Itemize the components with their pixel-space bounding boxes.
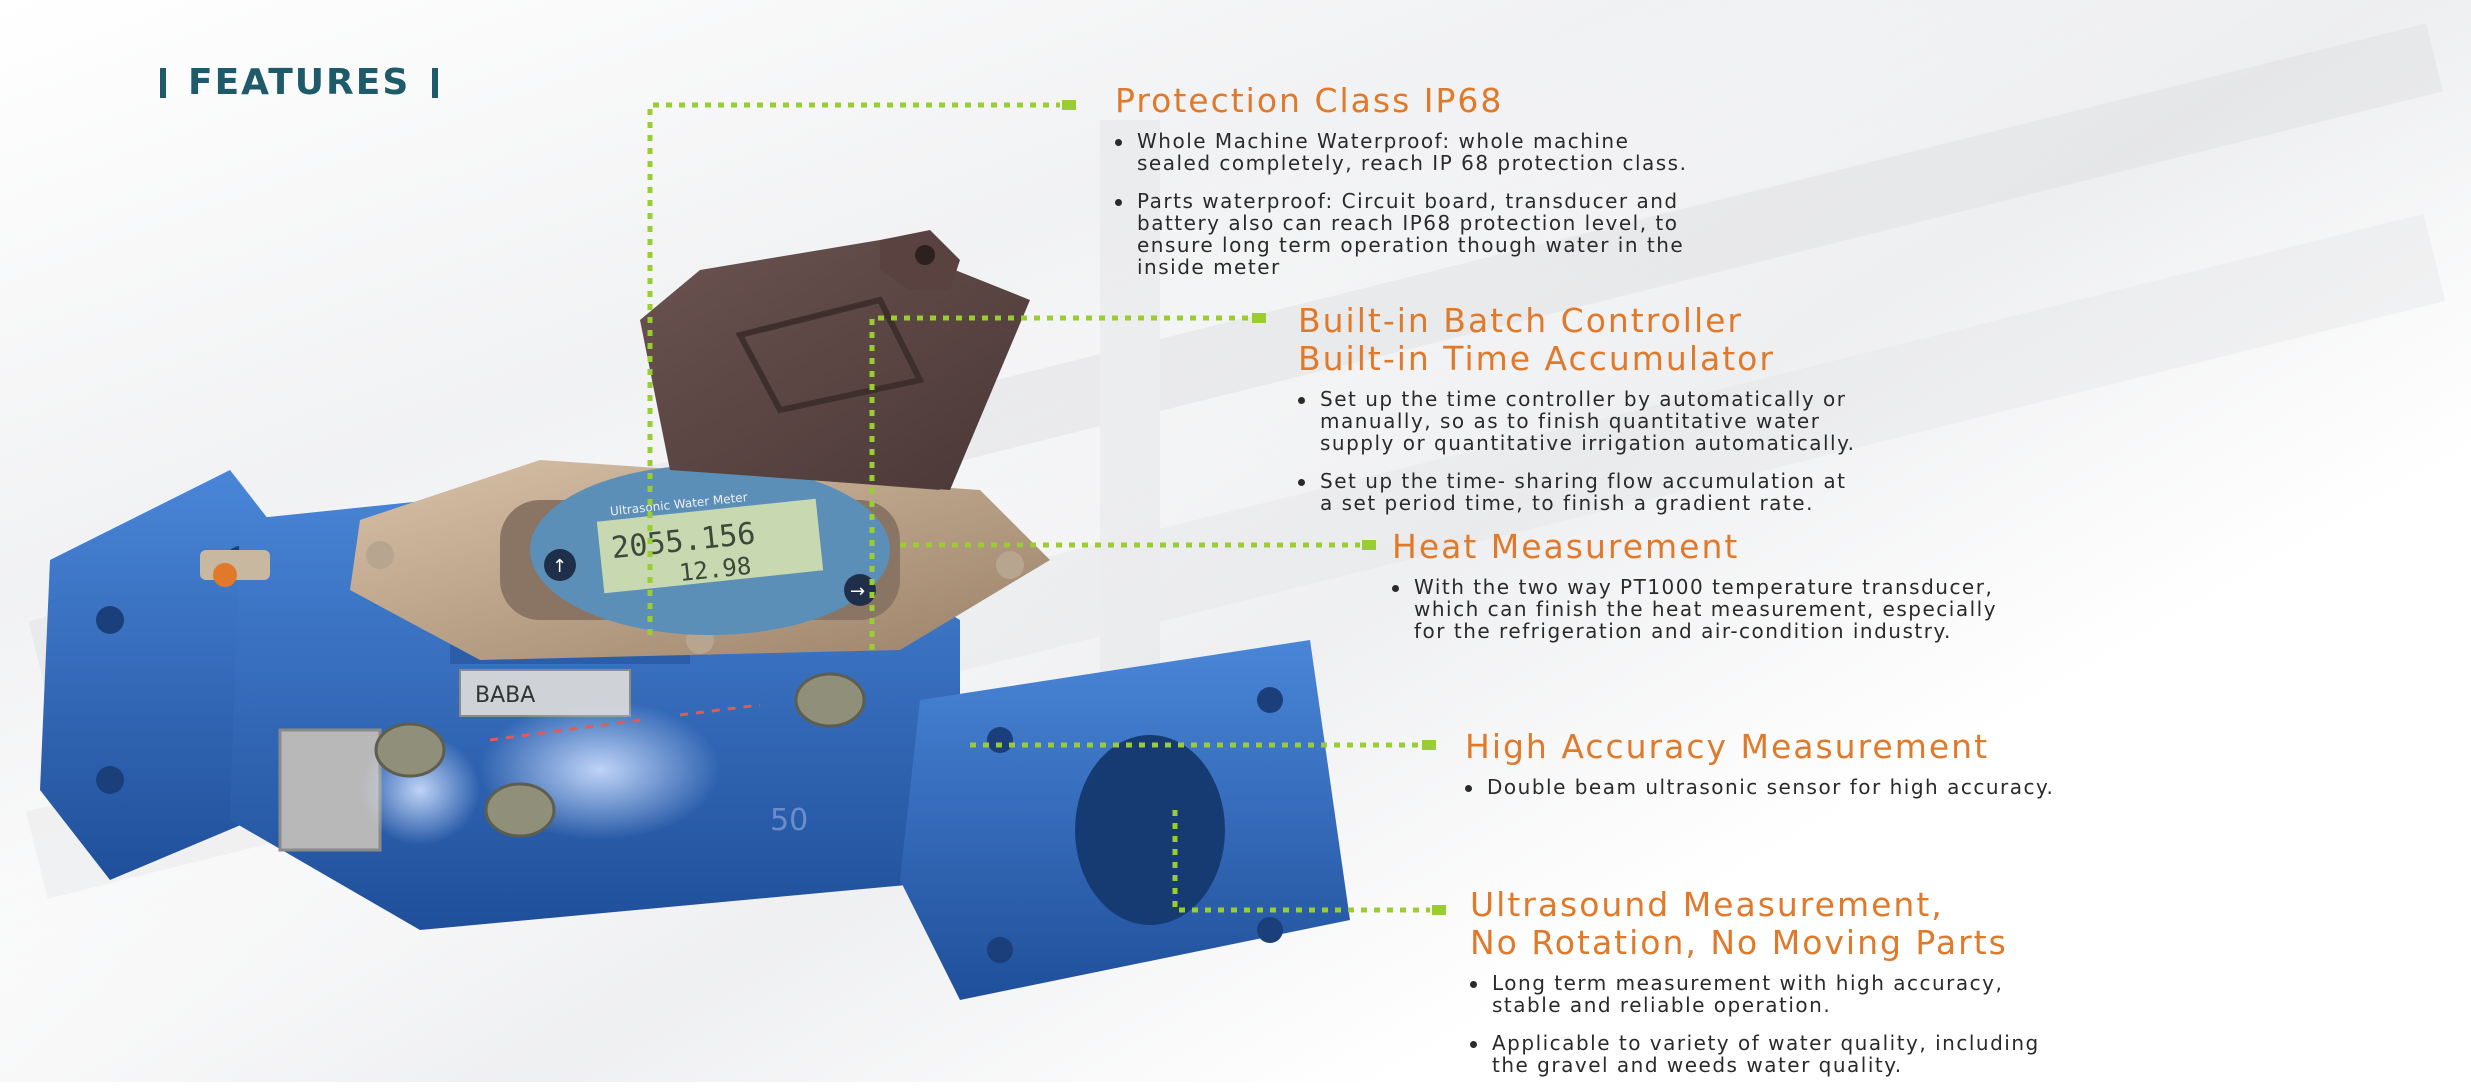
feature-bullets: Double beam ultrasonic sensor for high a…	[1465, 776, 2054, 798]
size-mark: 50	[770, 803, 808, 838]
feature-title: Built-in Batch Controller Built-in Time …	[1298, 302, 1855, 378]
right-arrow-icon: →	[850, 581, 865, 602]
signal-arrows	[489, 703, 761, 742]
feature-title-line: Built-in Time Accumulator	[1298, 339, 1775, 378]
feature-ultrasound: Ultrasound Measurement, No Rotation, No …	[1470, 886, 2040, 1092]
feature-bullet: Double beam ultrasonic sensor for high a…	[1465, 776, 2054, 798]
feature-title-line: Built-in Batch Controller	[1298, 301, 1743, 340]
up-arrow-icon: ↑	[552, 556, 567, 577]
feature-heat-measurement: Heat Measurement With the two way PT1000…	[1392, 528, 1997, 658]
feature-title-line: High Accuracy Measurement	[1465, 727, 1990, 766]
feature-title: Heat Measurement	[1392, 528, 1997, 566]
feature-batch-controller: Built-in Batch Controller Built-in Time …	[1298, 302, 1855, 530]
feature-bullet: Set up the time controller by automatica…	[1298, 388, 1855, 454]
feature-bullet: Applicable to variety of water quality, …	[1470, 1032, 2040, 1076]
feature-bullet: Long term measurement with high accuracy…	[1470, 972, 2040, 1016]
feature-bullet: With the two way PT1000 temperature tran…	[1392, 576, 1997, 642]
feature-bullets: Long term measurement with high accuracy…	[1470, 972, 2040, 1076]
features-heading-text: FEATURES	[188, 62, 411, 103]
heading-right-bar	[432, 67, 439, 98]
right-arrow-button	[844, 574, 876, 606]
leader-lines	[647, 102, 1430, 913]
feature-title: High Accuracy Measurement	[1465, 728, 2054, 766]
feature-title: Ultrasound Measurement, No Rotation, No …	[1470, 886, 2040, 962]
feature-title-line: Ultrasound Measurement,	[1470, 885, 1944, 924]
feature-bullet: Whole Machine Waterproof: whole machine …	[1115, 130, 1687, 174]
feature-protection-class: Protection Class IP68 Whole Machine Wate…	[1115, 82, 1687, 294]
feature-bullet: Set up the time- sharing flow accumulati…	[1298, 470, 1855, 514]
feature-bullets: Whole Machine Waterproof: whole machine …	[1115, 130, 1687, 278]
meter-lid	[640, 230, 1030, 490]
features-heading: FEATURES	[160, 62, 439, 103]
feature-title: Protection Class IP68	[1115, 82, 1687, 120]
up-arrow-button	[544, 549, 576, 581]
feature-bullet: Parts waterproof: Circuit board, transdu…	[1115, 190, 1687, 278]
feature-high-accuracy: High Accuracy Measurement Double beam ul…	[1465, 728, 2054, 814]
seal-lock-icon	[200, 550, 270, 587]
transducer-3	[794, 672, 866, 728]
feature-title-line: Heat Measurement	[1392, 527, 1740, 566]
lcd-display: Ultrasonic Water Meter 2055.156 12.98 ↑ …	[530, 465, 890, 635]
feature-bullets: Set up the time controller by automatica…	[1298, 388, 1855, 514]
right-flange	[900, 640, 1350, 1000]
heading-left-bar	[160, 67, 166, 98]
leader-end-markers	[1062, 100, 1446, 915]
transducer-2	[484, 782, 556, 838]
feature-bullets: With the two way PT1000 temperature tran…	[1392, 576, 1997, 642]
nameplate-text: BABA	[475, 683, 535, 708]
feature-title-line: Protection Class IP68	[1115, 81, 1504, 120]
feature-title-line: No Rotation, No Moving Parts	[1470, 923, 2008, 962]
transducer-1	[374, 722, 446, 778]
